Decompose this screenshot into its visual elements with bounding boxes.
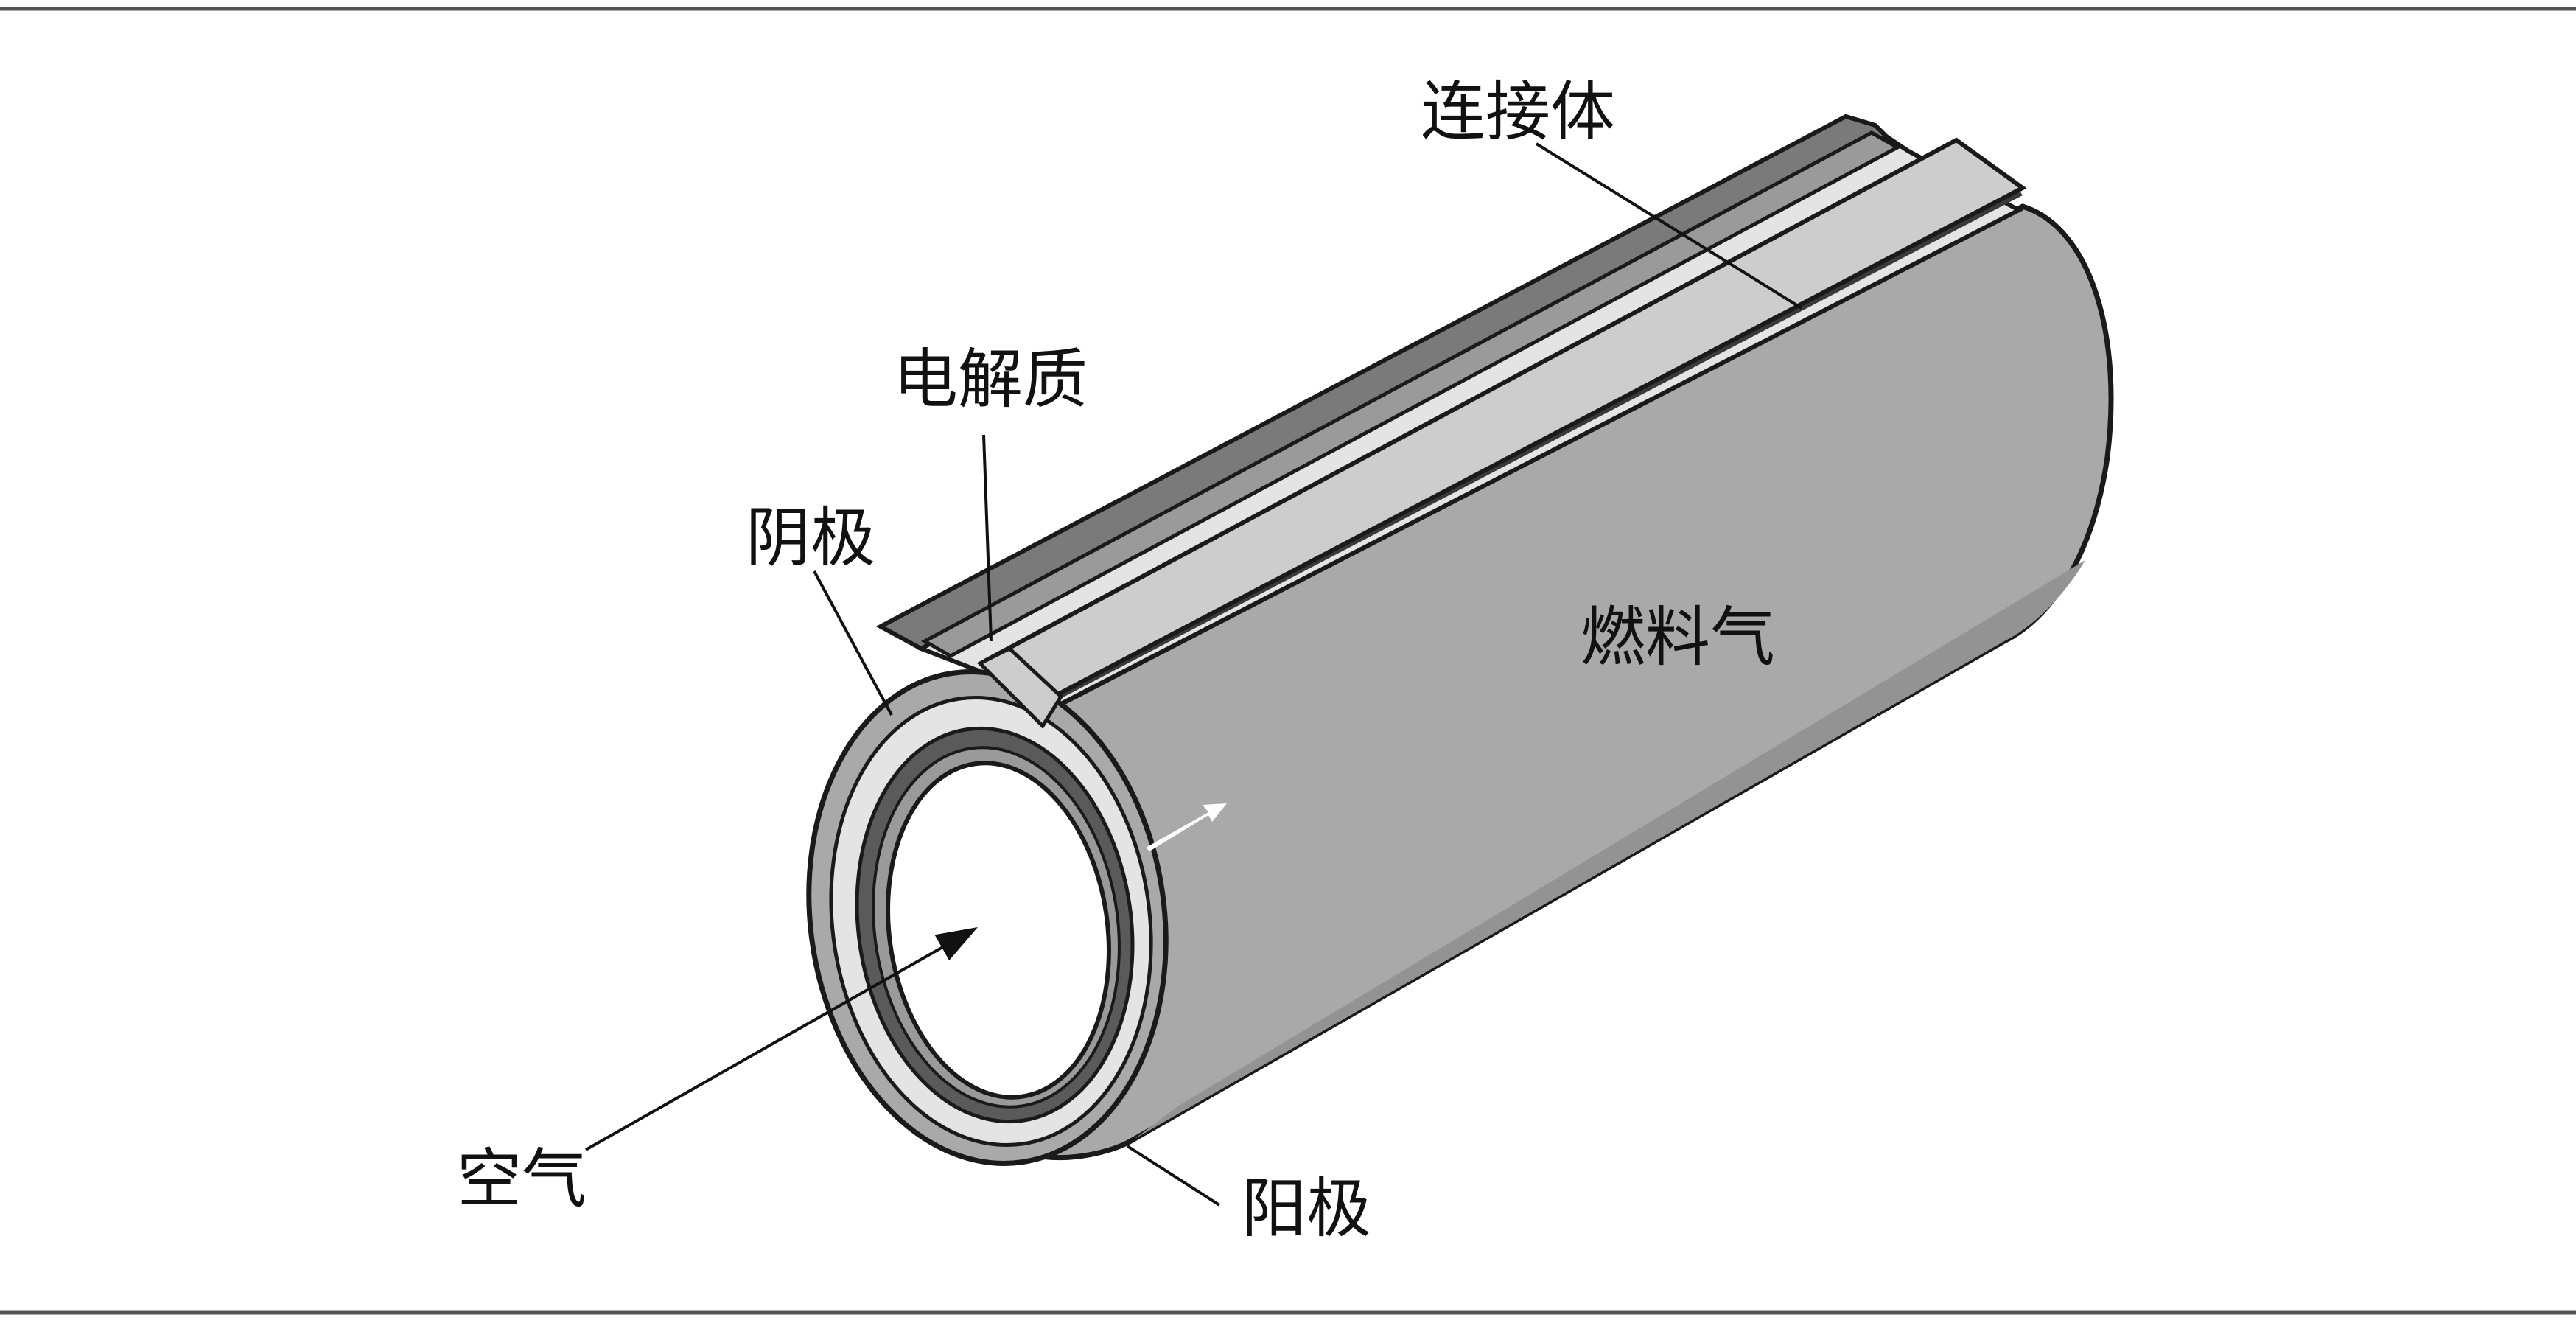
interconnect-leader xyxy=(1535,142,1803,310)
label-cathode: 阴极 xyxy=(746,500,875,576)
electrolyte-leader xyxy=(982,434,993,642)
fuel-flow-arrow-icon xyxy=(1146,803,1227,851)
front-interconnect-notch xyxy=(976,646,1064,729)
anode-tube-body xyxy=(1018,203,2114,1161)
label-anode: 阳极 xyxy=(1242,1170,1371,1246)
label-electrolyte: 电解质 xyxy=(893,341,1088,417)
anode-leader xyxy=(1126,1145,1221,1207)
label-interconnect: 连接体 xyxy=(1421,74,1615,150)
interconnect-ridge xyxy=(920,130,1902,658)
label-air: 空气 xyxy=(457,1141,587,1217)
air-arrow xyxy=(585,927,978,1151)
cathode-leader xyxy=(813,570,893,716)
air-bore xyxy=(886,761,1111,1100)
tube-bottom-shade xyxy=(1135,560,2085,1139)
label-fuel-gas: 燃料气 xyxy=(1581,599,1775,675)
tube-back-edge xyxy=(875,114,1890,652)
